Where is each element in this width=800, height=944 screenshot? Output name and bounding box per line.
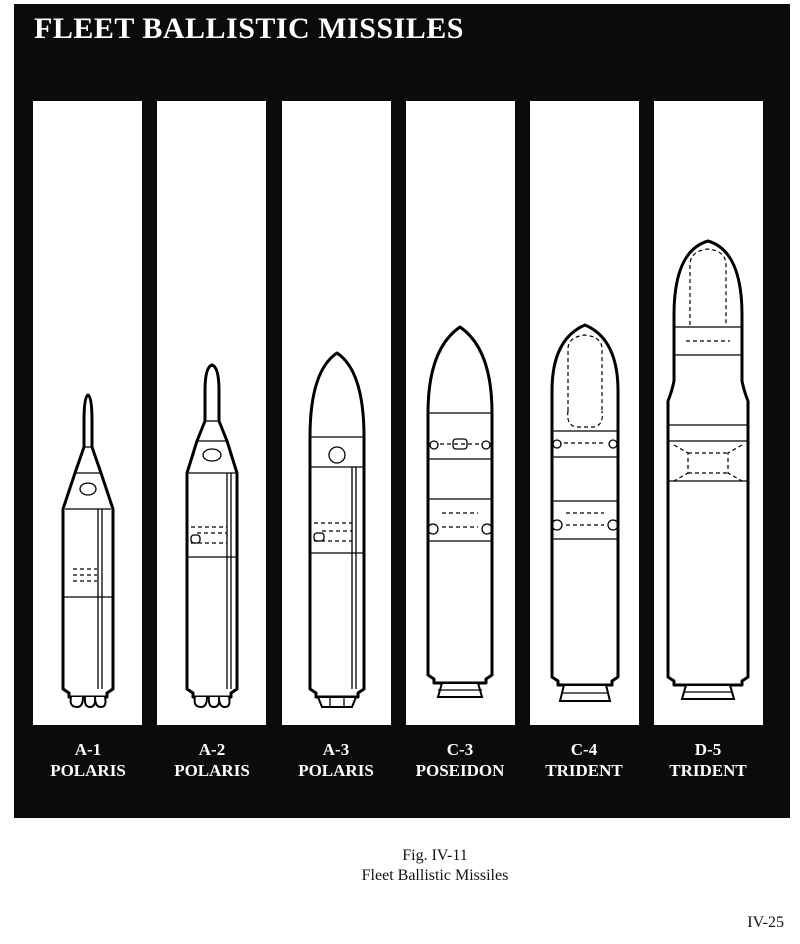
missile-designation: C-4 xyxy=(570,740,598,759)
missile-name: POLARIS xyxy=(298,761,374,780)
missile-designation: A-2 xyxy=(198,740,226,759)
missile-a1-drawing xyxy=(61,393,115,709)
figure-caption: Fig. IV-11 Fleet Ballistic Missiles xyxy=(0,846,800,886)
missile-d5-drawing xyxy=(666,239,750,700)
missile-label-a1: A-1 POLARIS xyxy=(26,739,150,781)
missile-name: TRIDENT xyxy=(669,761,747,780)
missile-label-a3: A-3 POLARIS xyxy=(274,739,398,781)
missile-column-c4 xyxy=(530,101,639,725)
missile-name: POLARIS xyxy=(50,761,126,780)
missile-label-c4: C-4 TRIDENT xyxy=(522,739,646,781)
missile-c3-drawing xyxy=(426,325,494,698)
figure-panel: FLEET BALLISTIC MISSILES xyxy=(14,4,790,818)
missile-designation: D-5 xyxy=(694,740,722,759)
missile-label-c3: C-3 POSEIDON xyxy=(398,739,522,781)
figure-number: Fig. IV-11 xyxy=(402,847,468,864)
figure-caption-text: Fleet Ballistic Missiles xyxy=(361,867,509,884)
missile-c4-drawing xyxy=(550,323,620,702)
page-number: IV-25 xyxy=(747,914,784,931)
missile-label-a2: A-2 POLARIS xyxy=(150,739,274,781)
missile-designation: A-1 xyxy=(74,740,102,759)
missile-column-c3 xyxy=(406,101,515,725)
missile-name: POLARIS xyxy=(174,761,250,780)
missile-a2-drawing xyxy=(185,363,239,709)
missile-a3-drawing xyxy=(308,351,366,708)
missile-designation: C-3 xyxy=(446,740,474,759)
figure-title: FLEET BALLISTIC MISSILES xyxy=(34,12,464,45)
missile-column-a3 xyxy=(282,101,391,725)
missile-column-a1 xyxy=(33,101,142,725)
missile-designation: A-3 xyxy=(322,740,350,759)
missile-column-a2 xyxy=(157,101,266,725)
missile-name: TRIDENT xyxy=(545,761,623,780)
missile-column-d5 xyxy=(654,101,763,725)
missile-label-d5: D-5 TRIDENT xyxy=(646,739,770,781)
missile-name: POSEIDON xyxy=(415,761,505,780)
